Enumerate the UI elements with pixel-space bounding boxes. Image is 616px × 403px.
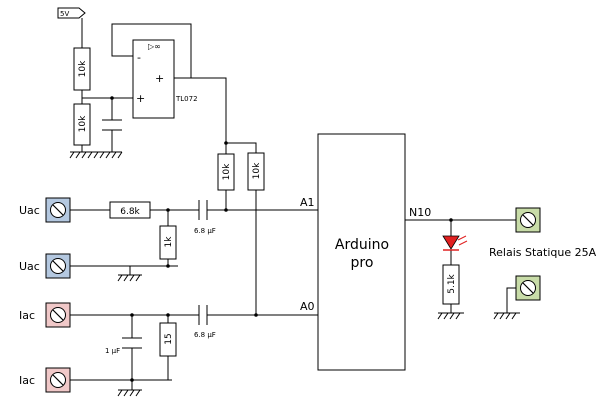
capacitor-filter-supply <box>102 119 122 131</box>
terminal-label: Iac <box>19 309 35 322</box>
resistor-label: 1k <box>164 236 174 248</box>
opamp-plus-2: + <box>155 72 164 85</box>
resistor-label: 10k <box>222 163 232 180</box>
capacitor-iac-filter: 1 µF <box>105 337 142 355</box>
resistor-series: 6.8k <box>109 201 151 219</box>
junction-dot <box>110 96 114 100</box>
resistor-bias-a: 10k <box>217 153 235 191</box>
terminal-iac-top: Iac <box>19 302 71 328</box>
opamp: ▷∞ - + + TL072 <box>132 39 198 119</box>
junction-dot <box>130 313 134 317</box>
arduino-label-line1: Arduino <box>335 237 389 253</box>
ground-symbol <box>117 274 142 282</box>
resistor-label: 5.1k <box>447 273 457 293</box>
supply-label: 5V <box>60 10 69 18</box>
capacitor-label: 1 µF <box>105 347 120 355</box>
resistor-load: 1k <box>159 225 177 260</box>
ground-symbol <box>117 389 142 397</box>
wires <box>70 18 516 390</box>
resistor-div-top: 10k <box>73 47 91 91</box>
terminal-uac-top: Uac <box>19 197 71 223</box>
junction-dot <box>166 208 170 212</box>
led <box>442 235 468 251</box>
opamp-sign: ▷∞ <box>148 42 161 51</box>
resistor-label: 6.8k <box>120 207 140 217</box>
resistor-shunt: 15 <box>159 322 177 357</box>
relay-label: Relais Statique 25A <box>489 246 597 259</box>
ground-symbol <box>69 151 123 159</box>
ground-symbol <box>493 312 520 320</box>
terminal-iac-bot: Iac <box>19 367 71 393</box>
resistor-div-bot: 10k <box>73 103 91 146</box>
resistor-label: 15 <box>164 333 174 344</box>
terminal-relay-2 <box>515 275 541 301</box>
arduino-label-line2: pro <box>351 255 374 271</box>
resistor-label: 10k <box>78 115 88 132</box>
junction-dot <box>224 208 228 212</box>
terminal-label: Uac <box>19 260 40 273</box>
terminal-label: Iac <box>19 374 35 387</box>
junctions <box>110 96 453 382</box>
junction-dot <box>449 218 453 222</box>
resistor-bias-b: 10k <box>247 152 265 191</box>
terminal-uac-bot: Uac <box>19 253 71 279</box>
junction-dot <box>130 378 134 382</box>
arduino-block: Arduino pro <box>317 133 406 371</box>
junction-dot <box>254 313 258 317</box>
opamp-plus: + <box>136 92 145 105</box>
resistor-label: 10k <box>252 162 262 179</box>
ground-symbol <box>437 312 464 320</box>
pin-label-a0: A0 <box>300 300 315 313</box>
supply-5v: 5V <box>57 7 86 19</box>
resistor-label: 10k <box>78 60 88 77</box>
pin-label-a1: A1 <box>300 196 315 209</box>
capacitor-label: 6.8 µF <box>194 331 216 339</box>
capacitor-label: 6.8 µF <box>194 227 216 235</box>
capacitor-iac: 6.8 µF <box>194 305 216 339</box>
resistor-led: 5.1k <box>442 264 460 305</box>
opamp-part: TL072 <box>175 95 198 103</box>
terminal-label: Uac <box>19 204 40 217</box>
capacitor-uac: 6.8 µF <box>194 200 216 235</box>
opamp-minus: - <box>137 51 141 64</box>
junction-dot <box>166 264 170 268</box>
pin-label-n10: N10 <box>409 206 431 219</box>
junction-dot <box>166 313 170 317</box>
terminal-relay-1 <box>515 207 541 233</box>
junction-dot <box>224 141 228 145</box>
